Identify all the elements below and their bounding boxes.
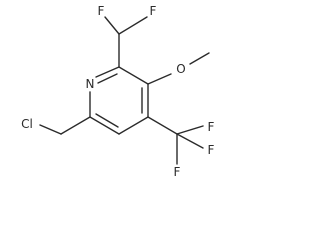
atom-cl-label: Cl (21, 117, 33, 131)
bond-c6-ch2 (60, 116, 91, 135)
atom-o-label: O (176, 62, 185, 76)
atom-n-label: N (86, 77, 95, 91)
atom-f5-label: F (174, 165, 181, 179)
bond-cf2-f2 (118, 16, 148, 35)
chemical-structure-diagram: F F O N F F F Cl (21, 4, 215, 179)
atom-f1-label: F (98, 4, 105, 18)
bond-cf3-f4 (176, 133, 204, 149)
bond-c4-c5 (118, 116, 149, 135)
bond-c5-c6 (89, 116, 120, 135)
bond-o-ch3 (189, 52, 210, 65)
bond-c4-cf3 (147, 116, 178, 135)
bond-n-c2-inner (97, 73, 118, 84)
bond-cf2-f1 (104, 16, 120, 35)
bond-c3-o (147, 73, 172, 85)
atom-f2-label: F (150, 4, 157, 18)
atom-f3-label: F (208, 120, 215, 134)
bond-cf3-f3 (176, 125, 204, 135)
bond-n-c2 (95, 66, 120, 78)
atom-f4-label: F (208, 143, 215, 157)
bond-c2-c3 (118, 66, 149, 85)
bond-ch2-cl (39, 124, 62, 135)
bond-c5-c6-inner (95, 113, 119, 128)
